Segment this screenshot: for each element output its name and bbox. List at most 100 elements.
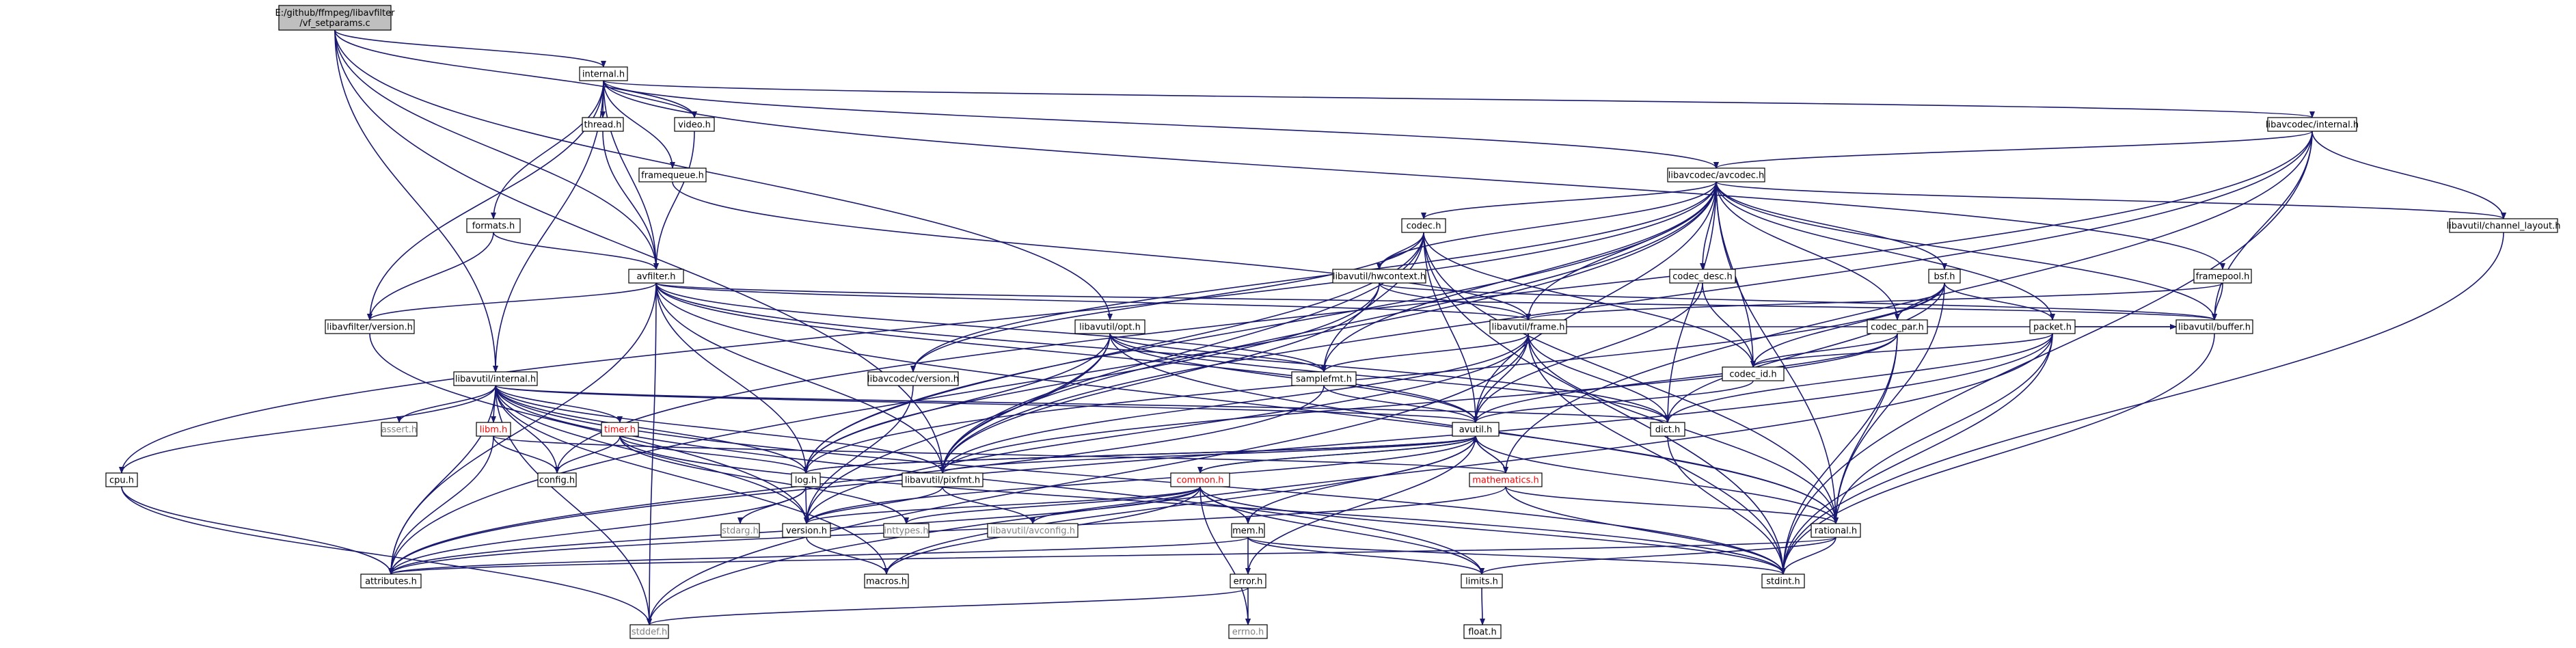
node-version-h[interactable]: version.h — [782, 523, 831, 538]
node-label: attributes.h — [365, 577, 417, 587]
node-cpu-h[interactable]: cpu.h — [105, 472, 138, 487]
node-log-h[interactable]: log.h — [791, 472, 821, 487]
node-box — [2029, 319, 2076, 334]
edge-formats_h-to-lavfi_version_h — [367, 232, 494, 321]
edge-frame_h-to-avutil_h — [1473, 333, 1529, 423]
node-packet-h[interactable]: packet.h — [2029, 319, 2076, 334]
node-label: libavutil/pixfmt.h — [905, 476, 980, 486]
edge-lavc_internal_h-to-stdint_h — [1780, 131, 2313, 575]
edge-avcodec_h-to-cpu_h — [119, 181, 1717, 474]
node-lavu-internal-h[interactable]: libavutil/internal.h — [453, 371, 538, 386]
node-codec-h[interactable]: codec.h — [1401, 218, 1446, 233]
node-box — [381, 422, 418, 437]
node-rational-h[interactable]: rational.h — [1811, 523, 1861, 538]
edge-avcodec_h-to-bsf_h — [1716, 181, 1947, 270]
node-libm-h[interactable]: libm.h — [476, 422, 511, 437]
node-hwcontext-h[interactable]: libavutil/hwcontext.h — [1332, 269, 1426, 284]
edge-lavc_internal_h-to-chlayout_h — [2311, 131, 2506, 219]
node-errno-h: errno.h — [1228, 624, 1268, 639]
node-mathematics-h[interactable]: mathematics.h — [1469, 472, 1543, 487]
edge-codec_h-to-avutil_h — [1423, 232, 1478, 423]
node-label: libavutil/channel_layout.h — [2447, 221, 2561, 232]
edge-avcodec_h-to-pixfmt_h — [940, 181, 1717, 474]
node-timer-h[interactable]: timer.h — [601, 422, 639, 437]
edge-pixfmt_h-to-avconfig_h — [942, 486, 1035, 524]
node-attributes-h[interactable]: attributes.h — [360, 573, 422, 589]
edge-mathematics_h-to-rational_h — [1505, 486, 1839, 524]
edge-timer_h-to-log_h — [619, 435, 809, 474]
node-error-h[interactable]: error.h — [1230, 573, 1266, 589]
node-limits-h[interactable]: limits.h — [1461, 573, 1503, 589]
node-opt-h[interactable]: libavutil/opt.h — [1074, 319, 1145, 334]
node-avutil-h[interactable]: avutil.h — [1452, 422, 1500, 437]
node-frame-h[interactable]: libavutil/frame.h — [1489, 319, 1567, 334]
edge-rational_h-to-attributes_h — [388, 537, 1836, 575]
node-lavc-internal-h[interactable]: libavcodec/internal.h — [2266, 117, 2359, 132]
node-mem-h[interactable]: mem.h — [1231, 523, 1265, 538]
node-label: formats.h — [472, 221, 515, 232]
edge-avcodec_h-to-codec_h — [1421, 181, 1717, 219]
edge-internal_h-to-framepool_h — [603, 80, 2225, 270]
node-bsf-h[interactable]: bsf.h — [1928, 269, 1961, 284]
node-common-h[interactable]: common.h — [1170, 472, 1230, 487]
edge-samplefmt_h-to-avutil_h — [1323, 385, 1478, 423]
node-lavc-version-h[interactable]: libavcodec/version.h — [867, 371, 959, 386]
node-label: stdint.h — [1766, 577, 1800, 587]
node-stdint-h[interactable]: stdint.h — [1761, 573, 1805, 589]
node-pixfmt-h[interactable]: libavutil/pixfmt.h — [901, 472, 984, 487]
node-label: internal.h — [582, 70, 625, 80]
node-codec-desc-h[interactable]: codec_desc.h — [1669, 269, 1736, 284]
node-label: stdarg.h — [722, 526, 759, 537]
edge-packet_h-to-rational_h — [1833, 333, 2053, 524]
node-avcodec-h[interactable]: libavcodec/avcodec.h — [1667, 167, 1765, 183]
edge-thread_h-to-avfilter_h — [602, 131, 659, 270]
node-avfilter-h[interactable]: avfilter.h — [628, 269, 684, 284]
node-box — [1230, 573, 1266, 589]
edge-root-to-internal_h — [334, 29, 606, 68]
node-formats-h[interactable]: formats.h — [466, 218, 521, 233]
node-framepool-h[interactable]: framepool.h — [2193, 269, 2252, 284]
edge-avcodec_h-to-codec_par_h — [1716, 181, 1900, 321]
node-float-h[interactable]: float.h — [1463, 624, 1502, 639]
node-samplefmt-h[interactable]: samplefmt.h — [1291, 371, 1357, 386]
node-internal-h[interactable]: internal.h — [579, 66, 628, 81]
edge-buffer_h-to-stdint_h — [1780, 333, 2215, 575]
node-box — [1469, 472, 1543, 487]
node-macros-h[interactable]: macros.h — [864, 573, 909, 589]
node-thread-h[interactable]: thread.h — [582, 117, 624, 132]
node-label: assert.h — [381, 425, 417, 435]
edge-packet_h-to-dict_h — [1665, 333, 2053, 423]
edge-frame_h-to-stddef_h — [647, 333, 1529, 625]
node-label: errno.h — [1232, 627, 1264, 638]
edge-avutil_h-to-rational_h — [1475, 435, 1839, 524]
node-label: dict.h — [1655, 425, 1680, 435]
node-video-h[interactable]: video.h — [674, 117, 715, 132]
node-lavfi-version-h[interactable]: libavfilter/version.h — [325, 319, 415, 334]
edge-root-to-video_h — [334, 29, 697, 118]
node-dict-h[interactable]: dict.h — [1650, 422, 1685, 437]
node-chlayout-h[interactable]: libavutil/channel_layout.h — [2447, 218, 2561, 233]
node-box — [2267, 117, 2357, 132]
node-avconfig-h: libavutil/avconfig.h — [987, 523, 1079, 538]
edge-root-to-lavu_internal_h — [334, 29, 498, 373]
edge-packet_h-to-stddef_h — [647, 333, 2053, 625]
node-label: libavutil/frame.h — [1492, 323, 1565, 333]
edge-libm_h-to-attributes_h — [388, 435, 494, 575]
node-box — [453, 371, 538, 386]
node-box — [601, 422, 639, 437]
node-codec-id-h[interactable]: codec_id.h — [1722, 366, 1785, 381]
node-buffer-h[interactable]: libavutil/buffer.h — [2175, 319, 2253, 334]
edge-avfilter_h-to-frame_h — [655, 282, 1531, 321]
node-framequeue-h[interactable]: framequeue.h — [638, 167, 707, 183]
node-label: libavutil/opt.h — [1079, 323, 1141, 333]
edge-lavu_internal_h-to-macros_h — [495, 385, 889, 575]
node-label: timer.h — [604, 425, 636, 435]
edge-hwcontext_h-to-pixfmt_h — [940, 282, 1380, 474]
node-config-h[interactable]: config.h — [537, 472, 577, 487]
node-codec-par-h[interactable]: codec_par.h — [1867, 319, 1928, 334]
edge-frame_h-to-samplefmt_h — [1321, 333, 1529, 373]
node-box — [628, 269, 684, 284]
node-box — [864, 573, 909, 589]
node-box — [325, 319, 415, 334]
edge-bsf_h-to-packet_h — [1944, 282, 2055, 321]
